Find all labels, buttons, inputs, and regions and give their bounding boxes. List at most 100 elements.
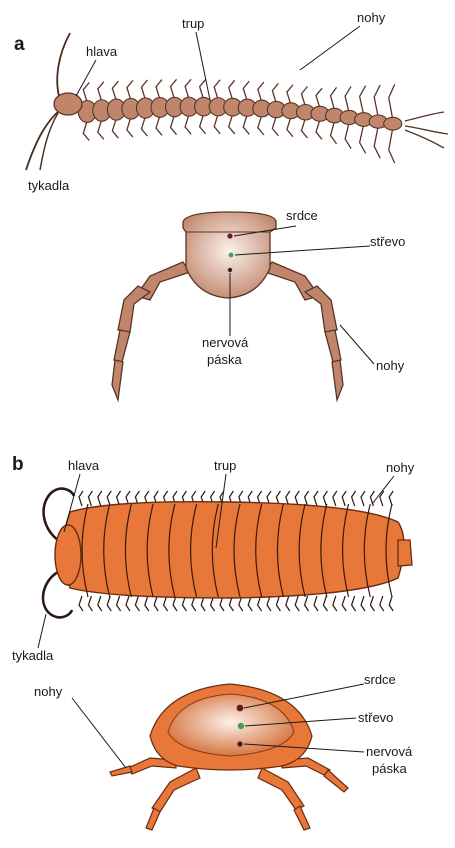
millipede-leg [79,596,83,611]
centipede-leg [316,119,322,139]
centipede-leg [185,79,191,99]
centipede-leg [214,114,220,134]
centipede-leg [287,85,293,105]
millipede-leg [314,491,318,506]
label-b-nerve-line1: nervová [366,744,413,759]
label-b-gut: střevo [358,710,393,725]
centipede-leg [156,115,162,135]
centipede-leg [331,87,337,110]
millipede-leg [295,596,299,611]
centipede-body [78,97,401,130]
centipede-leg [171,79,177,99]
millipede-leg [276,596,280,611]
millipede-leg [352,491,356,506]
millipede-leg [98,491,102,506]
centipede-antenna-upper [57,33,70,100]
millipede-leg [342,491,346,506]
millipede-leg [154,596,158,611]
millipede-leg [164,596,168,611]
centipede-leg [243,114,249,134]
label-a-antennae: tykadla [28,178,70,193]
centipede-leg [345,86,351,112]
centipede-leg [141,80,147,100]
centipede-leg [214,80,220,100]
millipede-head [55,525,81,585]
centipede-leg [98,82,104,102]
label-a-legs: nohy [357,10,386,25]
millipede-leg [107,491,111,506]
label-a-head: hlava [86,44,118,59]
label-b-antennae: tykadla [12,648,54,663]
millipede-leg [361,491,365,506]
leader-b-antennae [38,614,46,648]
centipede-leg [127,80,133,100]
leader-a-legs [300,26,360,70]
millipede-leg [333,596,337,611]
centipede-leg [127,117,133,137]
centipede-leg [112,81,118,101]
leader-a-trunk [196,32,210,100]
millipede-leg [135,596,139,611]
panel-b: b hlava trup nohy tykadla [12,454,415,830]
centipede-leg [287,117,293,137]
label-b-legs: nohy [386,460,415,475]
centipede-leg [272,83,278,103]
millipede-heart-dot [237,705,244,712]
label-b-nerve-line2: páska [372,761,407,776]
millipede-leg [173,596,177,611]
centipede-leg [98,119,104,139]
centipede-leg [360,124,366,153]
millipede-cross-section [110,684,348,830]
centipede-leg [389,128,395,163]
label-a-gut: střevo [370,234,405,249]
millipede-leg [98,596,102,611]
centipede-leg [301,87,307,107]
millipede-leg [79,491,83,506]
centipede-leg [229,80,235,100]
centipede-tail-legs [405,112,448,148]
millipede-leg [117,596,121,611]
leader-a-section-legs [340,325,374,364]
centipede-leg [200,79,206,99]
millipede-leg [333,491,337,506]
millipede-leg [380,596,384,611]
centipede-leg [389,84,395,119]
leader-b-section-legs [72,698,126,768]
millipede-leg [323,596,327,611]
label-b-head: hlava [68,458,100,473]
centipede-leg [258,82,264,102]
centipede-head [54,93,82,115]
millipede-leg [107,596,111,611]
label-b-trunk: trup [214,458,236,473]
panel-a: a hlava trup nohy tykadla [14,10,448,400]
millipede-nerve-dot [237,741,242,746]
millipede-leg [258,596,262,611]
label-a-heart: srdce [286,208,318,223]
millipede-leg [342,596,346,611]
centipede-leg [156,80,162,100]
centipede-leg [185,114,191,134]
centipede-leg [316,88,322,108]
centipede-leg [360,86,366,115]
millipede-leg [305,596,309,611]
centipede-leg [331,121,337,144]
panel-b-letter: b [12,454,24,475]
millipede-tail [398,540,412,566]
centipede-leg [345,123,351,149]
millipede-leg [389,596,393,611]
centipede-leg [374,85,380,117]
millipede-leg [126,596,130,611]
millipede-leg [145,596,149,611]
centipede-leg [229,114,235,134]
millipede-gut-dot [238,723,244,729]
label-a-section-legs: nohy [376,358,405,373]
centipede-gut-dot [229,253,234,258]
centipede-leg [258,115,264,135]
millipede-leg [352,596,356,611]
centipede-cross-section [112,212,343,400]
centipede-leg [374,126,380,158]
millipede-leg [370,596,374,611]
label-a-nerve-line2: páska [207,352,242,367]
